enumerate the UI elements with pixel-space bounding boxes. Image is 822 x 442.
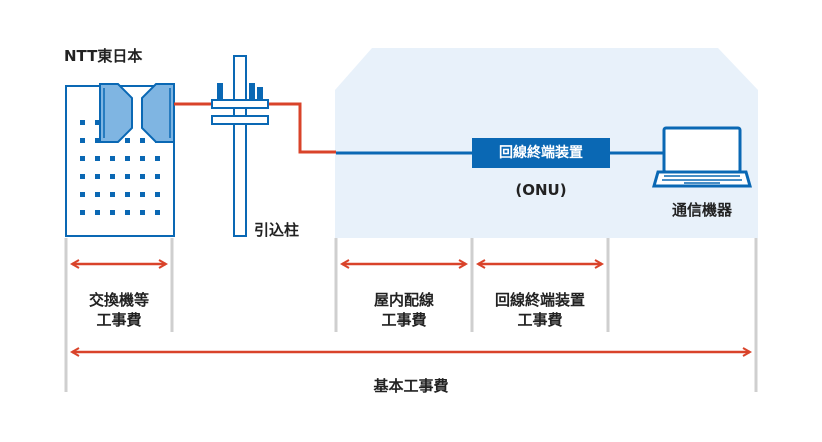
utility-pole-icon xyxy=(211,55,269,237)
cost-indoor-line1: 屋内配線 xyxy=(373,291,435,309)
switch-equipment-icon xyxy=(99,83,175,143)
cost-onu-line1: 回線終端装置 xyxy=(494,291,586,309)
laptop-icon xyxy=(652,126,752,188)
terminal-device-label: 通信機器 xyxy=(671,201,733,219)
onu-box xyxy=(472,138,610,168)
cost-exchange-line1: 交換機等 xyxy=(88,291,150,309)
divider-lines xyxy=(64,238,758,392)
onu-abbr-label: (ONU) xyxy=(515,181,567,199)
cost-exchange-line2: 工事費 xyxy=(96,311,142,329)
total-cost-label: 基本工事費 xyxy=(373,377,449,395)
cost-indoor-line2: 工事費 xyxy=(381,311,427,329)
company-name: NTT東日本 xyxy=(64,47,143,65)
cost-onu-line2: 工事費 xyxy=(517,311,563,329)
onu-device-label: 回線終端装置 xyxy=(499,145,583,161)
pole-label: 引込柱 xyxy=(254,221,300,239)
red-fiber-line xyxy=(174,102,336,154)
